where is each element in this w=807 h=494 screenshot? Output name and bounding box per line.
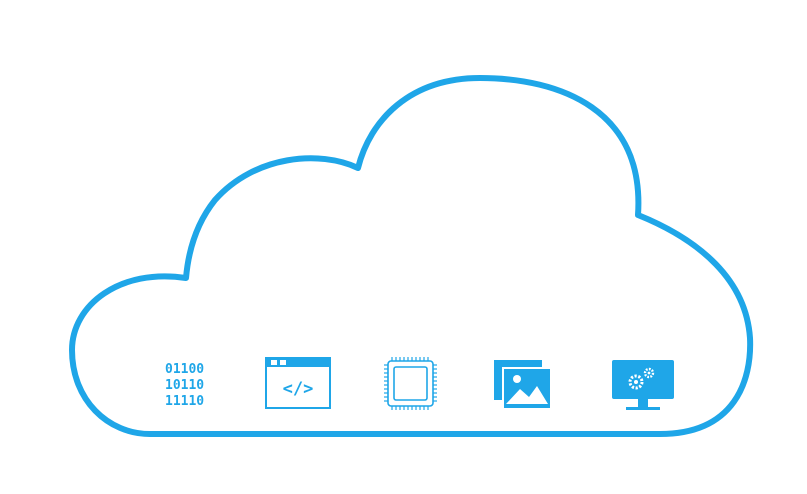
code-glyph: </>	[283, 379, 314, 399]
binary-line-1: 01100	[165, 362, 204, 377]
cloud-outline	[69, 75, 754, 437]
binary-line-3: 11110	[165, 394, 204, 409]
gear-small-icon	[643, 367, 655, 379]
gear-icon	[628, 374, 644, 390]
binary-data-icon: 01100 10110 11110	[165, 362, 204, 409]
binary-line-2: 10110	[165, 378, 204, 393]
code-window-icon: </>	[265, 357, 331, 409]
processor-chip-icon	[384, 357, 437, 410]
monitor-settings-icon	[612, 360, 674, 410]
image-gallery-icon	[494, 360, 550, 408]
